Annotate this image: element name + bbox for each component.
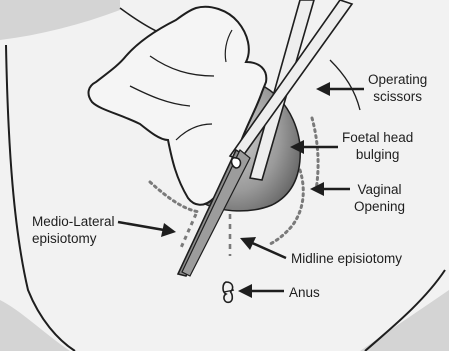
- label-vaginal-opening: Vaginal Opening: [354, 181, 405, 215]
- label-vaginal-opening-line2: Opening: [354, 198, 405, 215]
- label-foetal-head-line1: Foetal head: [342, 129, 413, 146]
- label-medio-lateral: Medio-Lateral episiotomy: [32, 213, 115, 247]
- label-operating-scissors: Operating scissors: [368, 71, 427, 105]
- scissor-pivot: [232, 158, 241, 168]
- label-foetal-head-line2: bulging: [342, 146, 413, 163]
- label-operating-scissors-line1: Operating: [368, 71, 427, 88]
- label-medio-lateral-line2: episiotomy: [32, 230, 115, 247]
- label-medio-lateral-line1: Medio-Lateral: [32, 213, 115, 230]
- label-anus: Anus: [289, 284, 320, 301]
- label-vaginal-opening-line1: Vaginal: [354, 181, 405, 198]
- label-operating-scissors-line2: scissors: [368, 88, 427, 105]
- label-midline-episiotomy: Midline episiotomy: [291, 250, 402, 267]
- label-foetal-head: Foetal head bulging: [342, 129, 413, 163]
